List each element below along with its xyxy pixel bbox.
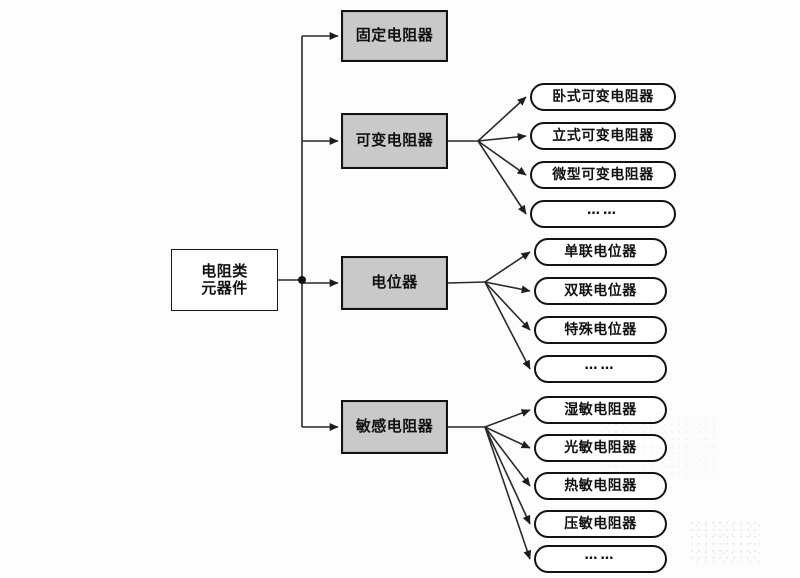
node-leaf-variable-resistor-1[interactable]: 卧式可变电阻器 [530,83,676,111]
node-leaf-ellipsis-variable-resistor[interactable]: …… [530,200,676,228]
trunk-junction-dot [298,276,306,284]
node-leaf-potentiometer-3[interactable]: 特殊电位器 [534,316,667,344]
node-leaf-potentiometer-2[interactable]: 双联电位器 [534,277,667,305]
node-leaf-sensitive-resistor-1[interactable]: 湿敏电阻器 [534,396,667,424]
node-leaf-sensitive-resistor-2[interactable]: 光敏电阻器 [534,434,667,462]
node-category-variable-resistor[interactable]: 可变电阻器 [341,113,448,169]
node-leaf-potentiometer-1[interactable]: 单联电位器 [534,238,667,266]
node-leaf-variable-resistor-3[interactable]: 微型可变电阻器 [530,161,676,189]
node-category-fixed-resistor[interactable]: 固定电阻器 [341,10,448,62]
node-category-sensitive-resistor[interactable]: 敏感电阻器 [341,400,448,454]
node-category-potentiometer[interactable]: 电位器 [341,256,448,310]
node-root-resistor-components[interactable]: 电阻类 元器件 [171,249,278,311]
node-leaf-sensitive-resistor-3[interactable]: 热敏电阻器 [534,472,667,500]
node-leaf-sensitive-resistor-4[interactable]: 压敏电阻器 [534,510,667,538]
node-leaf-ellipsis-potentiometer[interactable]: …… [534,355,667,383]
node-leaf-ellipsis-sensitive-resistor[interactable]: …… [534,545,667,573]
node-leaf-variable-resistor-2[interactable]: 立式可变电阻器 [530,122,676,150]
